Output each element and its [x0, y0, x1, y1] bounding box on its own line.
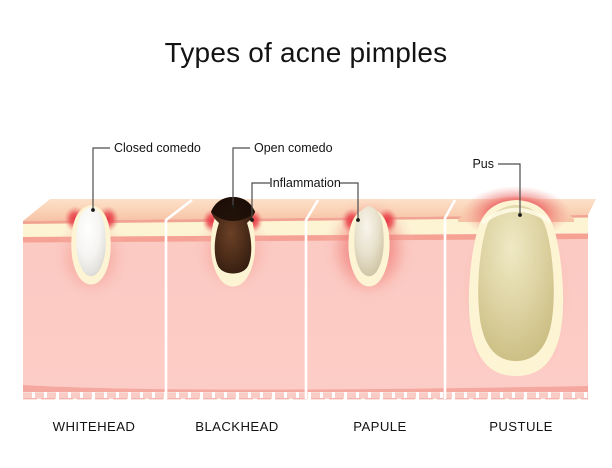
pustule-surface-highlight: [481, 207, 551, 224]
panel-whitehead: [53, 205, 129, 300]
divider-1: [164, 198, 193, 399]
page-title: Types of acne pimples: [165, 37, 448, 68]
closed-comedo-leader-dot: [91, 208, 95, 212]
label-inflammation: Inflammation: [269, 176, 341, 190]
label-closed-comedo: Closed comedo: [114, 141, 201, 155]
label-open-comedo: Open comedo: [254, 141, 333, 155]
blackhead-oxidized-cap: [211, 197, 255, 221]
inflammation-leader-line-left: [251, 182, 270, 219]
whitehead-comedo: [76, 207, 106, 277]
subcutis-strip: [23, 385, 588, 392]
panel-pustule: [458, 186, 574, 376]
inflammation-leader-dot-right: [356, 218, 360, 222]
label-pus: Pus: [472, 157, 494, 171]
open-comedo-leader-dot: [231, 205, 235, 209]
papule-bump: [354, 206, 384, 277]
type-label-blackhead: BLACKHEAD: [195, 419, 279, 434]
pus-leader-line: [498, 163, 521, 214]
callout-leaders: [91, 147, 522, 222]
closed-comedo-leader-line: [92, 147, 110, 209]
divider-2: [304, 199, 320, 399]
panel-blackhead: [193, 197, 273, 294]
open-comedo-leader-line: [232, 147, 250, 206]
inflammation-leader-line-right: [340, 182, 359, 219]
type-label-whitehead: WHITEHEAD: [53, 419, 136, 434]
type-label-pustule: PUSTULE: [489, 419, 553, 434]
divider-3: [443, 199, 457, 399]
type-label-papule: PAPULE: [353, 419, 406, 434]
inflammation-leader-dot-left: [250, 218, 254, 222]
pus-leader-dot: [518, 213, 522, 217]
panel-papule: [322, 196, 416, 304]
pustule-pus-sac: [478, 205, 554, 361]
